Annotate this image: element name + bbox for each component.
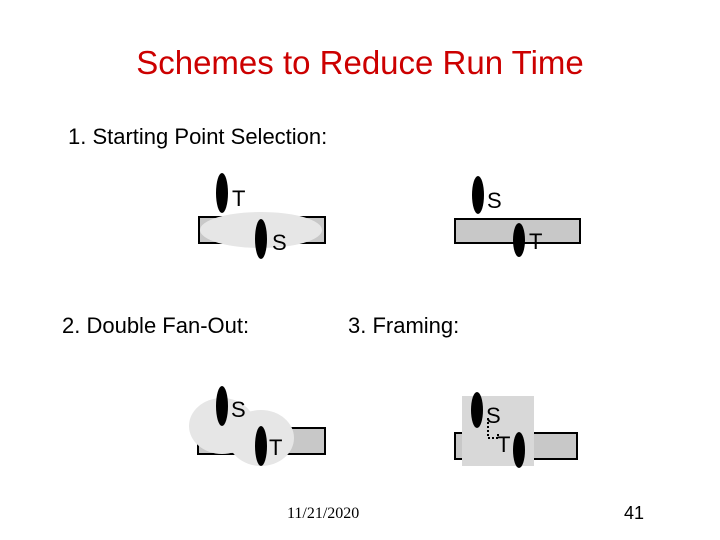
- letter-s: S: [272, 230, 287, 255]
- marker-s: [471, 392, 483, 428]
- frame-path: [487, 418, 499, 439]
- scheme2-figure: [189, 386, 326, 466]
- letter-t: T: [232, 186, 246, 211]
- scheme3-figure: [454, 392, 578, 468]
- scheme1-right-figure: [454, 176, 581, 257]
- letter-t: T: [497, 432, 511, 457]
- marker-s: [255, 219, 267, 259]
- marker-s: [472, 176, 484, 214]
- scheme3-label: 3. Framing:: [348, 313, 460, 338]
- scheme1-left-figure: [198, 173, 326, 259]
- letter-s: S: [487, 188, 502, 213]
- marker-t: [513, 432, 525, 468]
- page-number: 41: [624, 503, 645, 523]
- letter-t: T: [269, 435, 283, 460]
- marker-t: [255, 426, 267, 466]
- scheme1-label: 1. Starting Point Selection:: [68, 124, 328, 149]
- footer-date: 11/21/2020: [287, 505, 360, 522]
- marker-s: [216, 386, 228, 426]
- scheme2-label: 2. Double Fan-Out:: [62, 313, 250, 338]
- marker-t: [216, 173, 228, 213]
- letter-t: T: [529, 229, 543, 254]
- letter-s: S: [231, 397, 246, 422]
- letter-s: S: [486, 403, 501, 428]
- slide-title: Schemes to Reduce Run Time: [136, 44, 584, 81]
- marker-t: [513, 223, 525, 257]
